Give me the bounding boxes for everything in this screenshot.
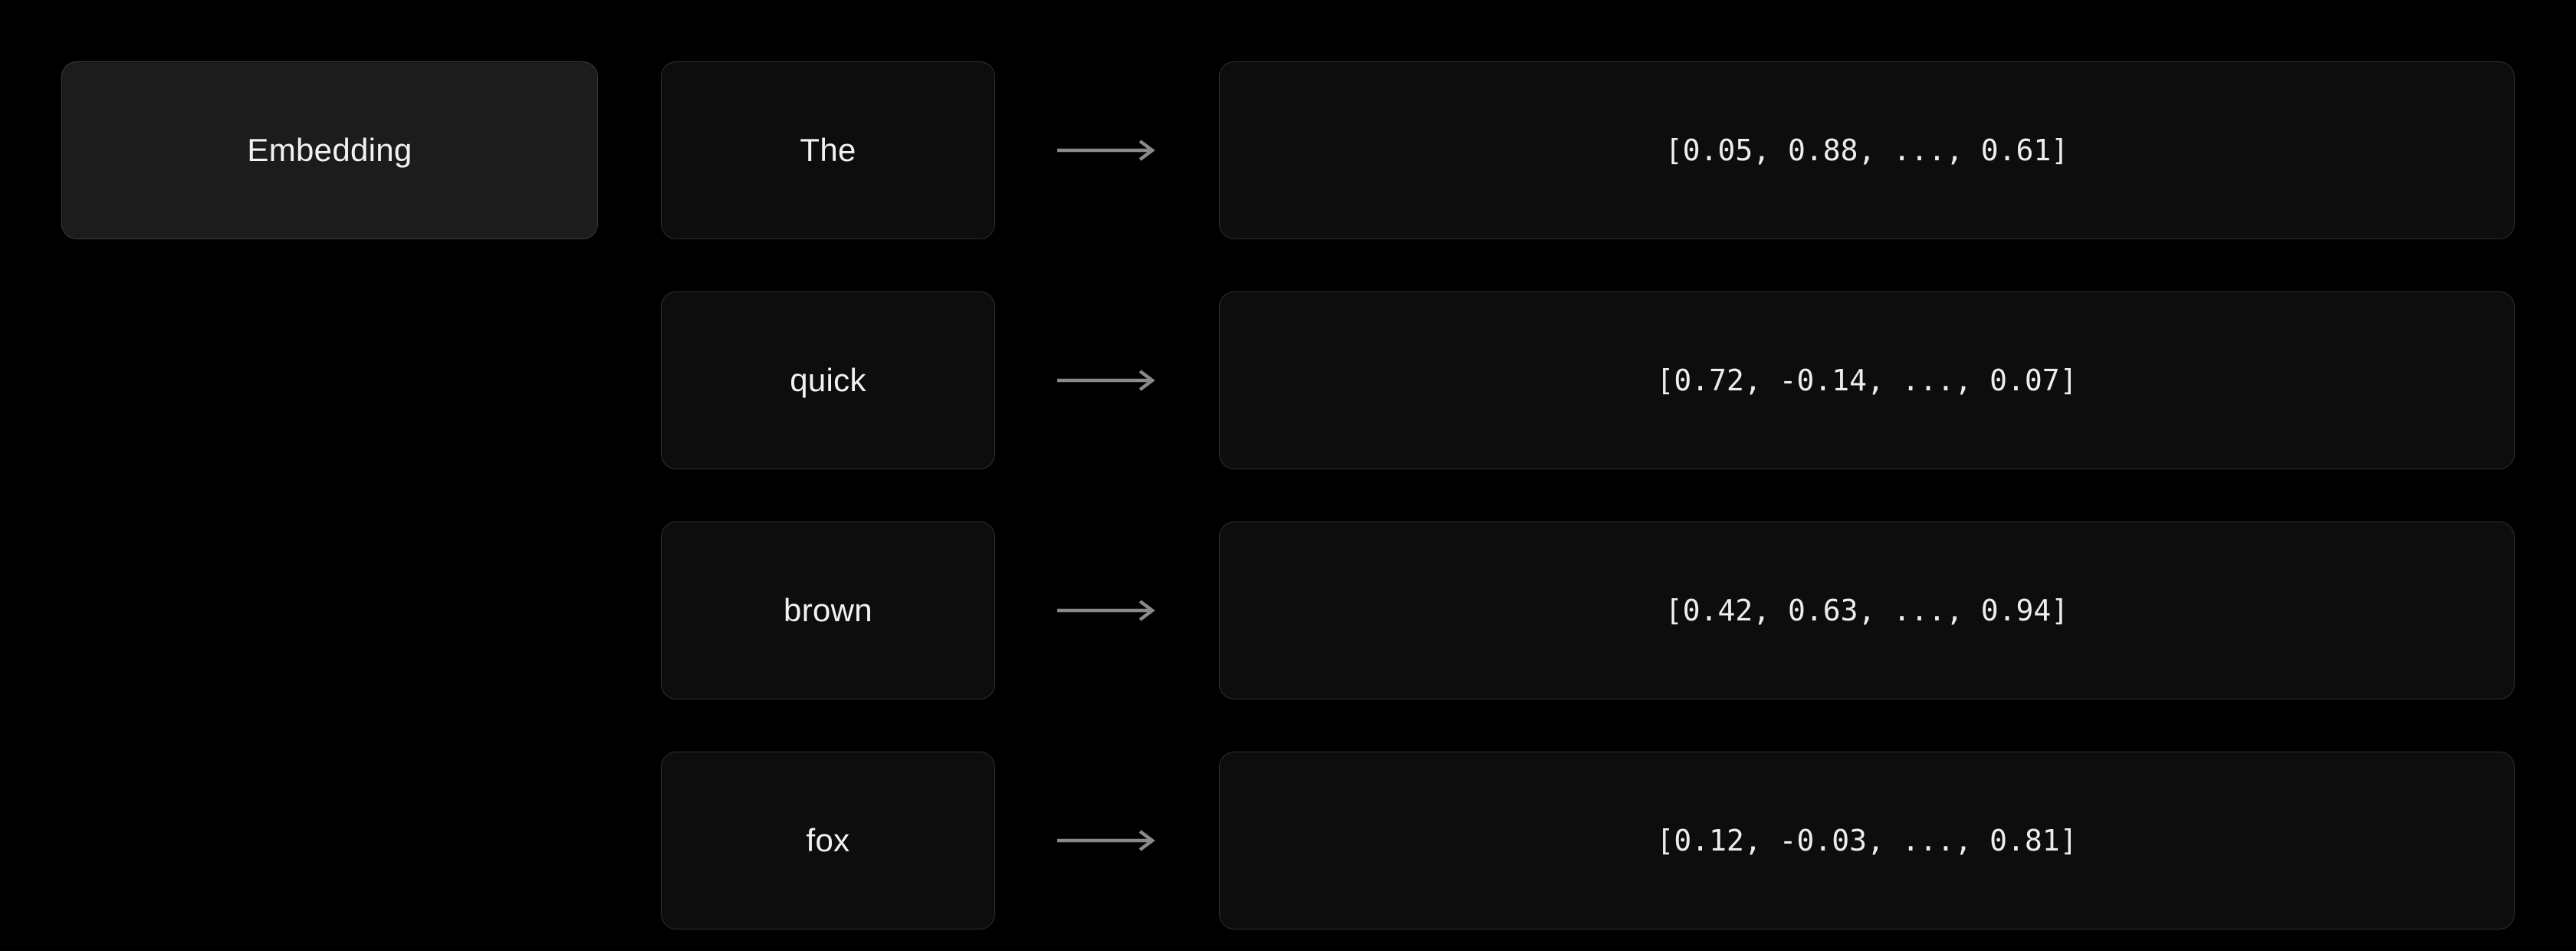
token-label: The [800, 132, 856, 168]
long-right-arrow-icon [1020, 522, 1196, 699]
vector-value: [0.72, -0.14, ..., 0.07] [1656, 364, 2078, 397]
token-embedding-row: brown [0.42, 0.63, ..., 0.94] [0, 522, 2576, 699]
vector-value: [0.05, 0.88, ..., 0.61] [1664, 133, 2069, 167]
vector-card[interactable]: [0.42, 0.63, ..., 0.94] [1219, 522, 2515, 699]
token-card[interactable]: The [661, 61, 995, 239]
stage-card-embedding: Embedding [61, 61, 598, 239]
vector-value: [0.42, 0.63, ..., 0.94] [1664, 594, 2069, 627]
token-label: quick [790, 362, 866, 398]
token-card[interactable]: brown [661, 522, 995, 699]
vector-value: [0.12, -0.03, ..., 0.81] [1656, 824, 2078, 857]
long-right-arrow-icon [1020, 61, 1196, 239]
token-card[interactable]: fox [661, 752, 995, 930]
long-right-arrow-icon [1020, 291, 1196, 469]
token-embedding-row: fox [0.12, -0.03, ..., 0.81] [0, 752, 2576, 930]
token-label: fox [806, 822, 850, 858]
token-label: brown [784, 592, 872, 628]
vector-card[interactable]: [0.05, 0.88, ..., 0.61] [1219, 61, 2515, 239]
vector-card[interactable]: [0.12, -0.03, ..., 0.81] [1219, 752, 2515, 930]
token-card[interactable]: quick [661, 291, 995, 469]
vector-card[interactable]: [0.72, -0.14, ..., 0.07] [1219, 291, 2515, 469]
token-embedding-row: quick [0.72, -0.14, ..., 0.07] [0, 291, 2576, 469]
long-right-arrow-icon [1020, 752, 1196, 930]
token-embedding-row: The [0.05, 0.88, ..., 0.61] [0, 61, 2576, 239]
stage-label: Embedding [247, 132, 412, 168]
